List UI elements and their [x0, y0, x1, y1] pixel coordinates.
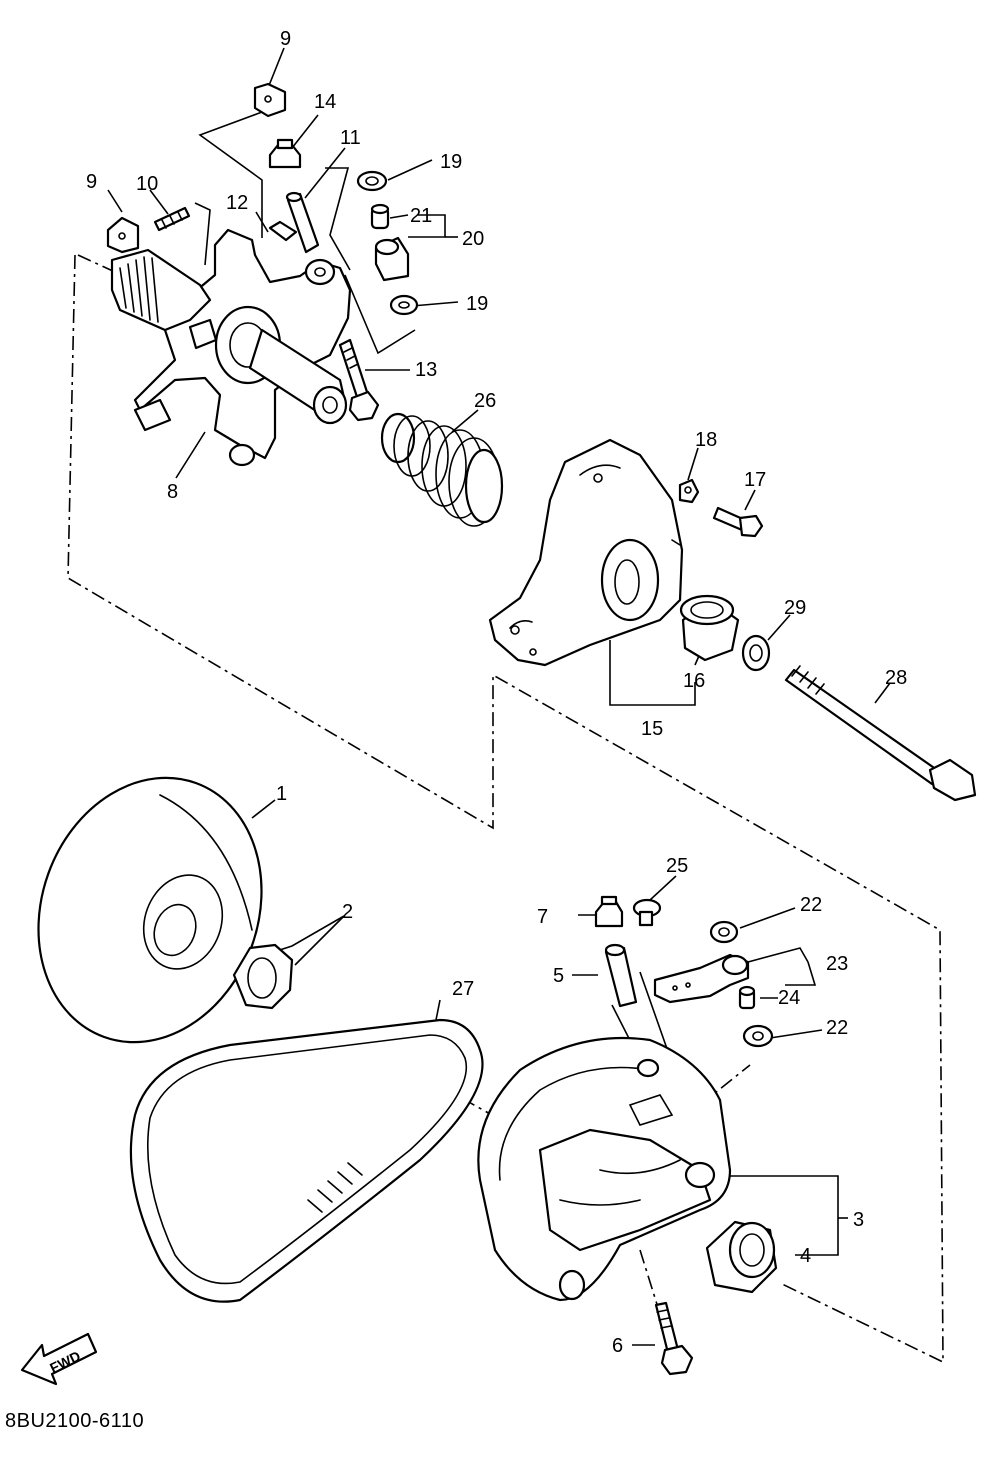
callout-19-top: 19	[440, 151, 462, 173]
callout-26: 26	[474, 390, 496, 412]
part-24-bushing	[738, 985, 756, 1010]
part-6-bolt	[654, 1301, 694, 1376]
callout-17: 17	[744, 469, 766, 491]
part-11-pin	[285, 191, 320, 254]
callout-8: 8	[167, 481, 178, 503]
callout-21: 21	[410, 205, 432, 227]
drawing-code: 8BU2100-6110	[5, 1410, 144, 1432]
part-1-fixed-sheave	[37, 776, 263, 1044]
part-3-movable-sheave	[477, 1036, 732, 1302]
leader-lines	[107, 47, 891, 1346]
part-26-spring	[380, 412, 504, 527]
part-9-clip-top	[253, 82, 287, 118]
callout-29: 29	[784, 597, 806, 619]
callout-27: 27	[452, 978, 474, 1000]
callout-24: 24	[778, 987, 800, 1009]
callout-3: 3	[853, 1209, 864, 1231]
part-13-bolt	[338, 338, 380, 422]
callout-22-top: 22	[800, 894, 822, 916]
part-7-nut	[594, 895, 624, 928]
callout-20: 20	[462, 228, 484, 250]
callout-5: 5	[553, 965, 564, 987]
part-10-pin	[153, 206, 191, 232]
part-18-nut	[678, 478, 700, 504]
callout-7: 7	[537, 906, 548, 928]
callout-14: 14	[314, 91, 336, 113]
callout-4: 4	[800, 1245, 811, 1267]
callout-25: 25	[666, 855, 688, 877]
part-20-collar	[374, 236, 410, 282]
callout-labels: 9 14 11 19 9 10 12 21 20 19 13 26 18 8 1…	[86, 28, 907, 1357]
part-12-roller	[268, 220, 298, 242]
part-29-spacer	[741, 634, 771, 672]
callout-22-bottom: 22	[826, 1017, 848, 1039]
part-25-bolt	[632, 898, 662, 927]
part-17-bolt	[712, 506, 764, 538]
callout-13: 13	[415, 359, 437, 381]
callout-16: 16	[683, 670, 705, 692]
callout-28: 28	[885, 667, 907, 689]
callout-10: 10	[136, 173, 158, 195]
callout-19-bottom: 19	[466, 293, 488, 315]
part-27-belt	[129, 1018, 484, 1303]
part-9-clip-left	[106, 216, 140, 254]
callout-11: 11	[340, 127, 361, 149]
callout-23: 23	[826, 953, 848, 975]
part-19-washer-bottom	[389, 294, 419, 316]
part-2-bushing	[232, 943, 294, 1010]
callout-9-top: 9	[280, 28, 291, 50]
part-15-cover	[488, 438, 684, 667]
part-16-bushing	[679, 594, 740, 662]
callout-12: 12	[226, 192, 248, 214]
part-22-washer-bottom	[742, 1024, 774, 1048]
callout-1: 1	[276, 783, 287, 805]
callout-15: 15	[641, 718, 663, 740]
fwd-arrow-icon: FWD	[20, 1332, 98, 1386]
part-21-bushing	[370, 203, 390, 230]
part-23-arm	[653, 953, 750, 1004]
part-14-nut	[268, 138, 302, 169]
part-5-pin	[604, 943, 638, 1008]
part-22-washer-top	[709, 920, 739, 944]
part-4-bushing	[705, 1220, 778, 1294]
part-28-bolt	[784, 665, 977, 802]
part-19-washer-top	[356, 170, 388, 192]
callout-2: 2	[342, 901, 353, 923]
part-8-spider	[110, 228, 352, 467]
callout-9-left: 9	[86, 171, 97, 193]
callout-6: 6	[612, 1335, 623, 1357]
callout-18: 18	[695, 429, 717, 451]
